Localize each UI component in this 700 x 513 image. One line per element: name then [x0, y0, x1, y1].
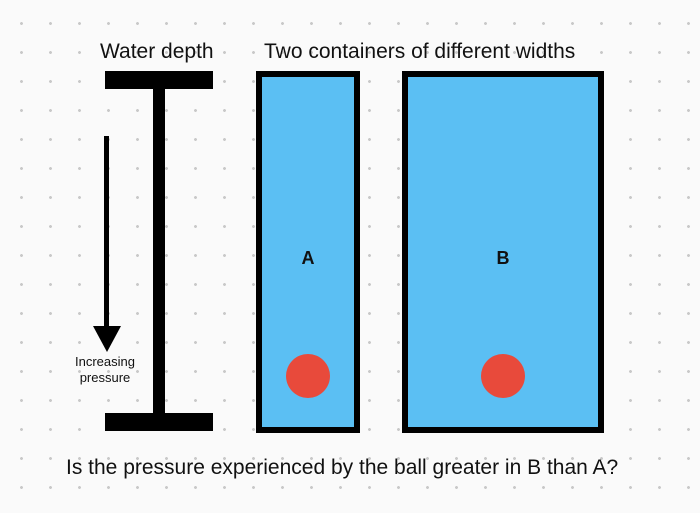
pressure-arrow-head-icon — [93, 326, 121, 352]
pressure-label-line1: Increasing — [75, 354, 135, 369]
ball-a — [286, 354, 330, 398]
container-b: B — [402, 71, 604, 433]
ball-b — [481, 354, 525, 398]
water-depth-label: Water depth — [100, 40, 214, 63]
increasing-pressure-label: Increasing pressure — [62, 354, 148, 386]
container-a: A — [256, 71, 360, 433]
containers-title: Two containers of different widths — [264, 40, 576, 63]
depth-bracket-top — [105, 71, 213, 89]
question-text: Is the pressure experienced by the ball … — [66, 456, 619, 479]
container-b-label: B — [496, 248, 510, 268]
depth-bracket-stem — [153, 85, 165, 417]
pressure-label-line2: pressure — [79, 370, 131, 385]
pressure-arrow-shaft — [104, 136, 109, 328]
depth-bracket-bottom — [105, 413, 213, 431]
container-a-label: A — [301, 248, 315, 268]
